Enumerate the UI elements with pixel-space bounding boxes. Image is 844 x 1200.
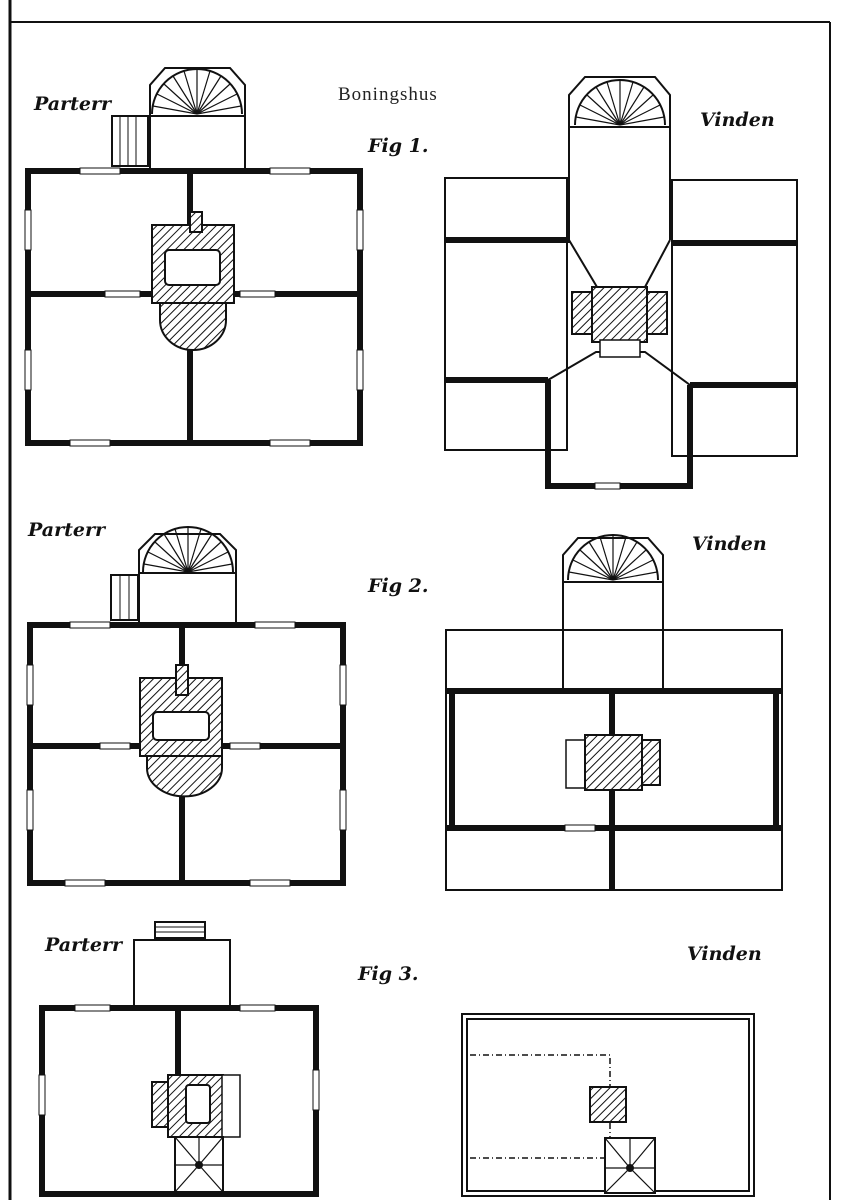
fig1-parterr-label: Parterr: [33, 93, 113, 115]
fig3-parterr-plan: [38, 921, 320, 1197]
fig1-parterr-plan: [24, 67, 364, 447]
fig2-vinden-plan: [445, 534, 783, 891]
fig3-vinden-label: Vinden: [687, 943, 762, 965]
fig2-parterr-label: Parterr: [27, 519, 107, 541]
fig1-vinden-label: Vinden: [700, 109, 775, 131]
sheet-title: Boningshus: [338, 84, 438, 105]
fig1-vinden-plan: [444, 76, 798, 490]
fig2-vinden-label: Vinden: [692, 533, 767, 555]
fig3-vinden-plan: [461, 1013, 755, 1197]
fig2-parterr-plan: [26, 526, 347, 887]
fig2-label: Fig 2.: [367, 575, 428, 597]
fig3-label: Fig 3.: [357, 963, 418, 985]
fig3-parterr-label: Parterr: [44, 934, 124, 956]
fig1-label: Fig 1.: [367, 135, 428, 157]
